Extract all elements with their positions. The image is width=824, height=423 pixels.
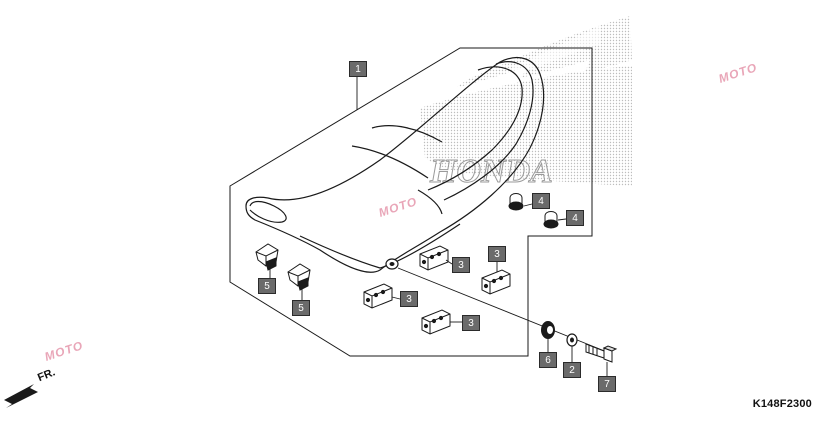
seat-inner-seam	[427, 66, 523, 191]
callout-part-3-b[interactable]: 3	[488, 246, 506, 262]
frame-outline	[229, 47, 593, 357]
callout-part-4-lower[interactable]: 4	[566, 210, 584, 226]
part-washer-2	[566, 333, 578, 347]
callout-part-3-c[interactable]: 3	[400, 291, 418, 307]
callout-part-4-upper[interactable]: 4	[532, 193, 550, 209]
callout-part-3-d[interactable]: 3	[462, 315, 480, 331]
callout-part-5-b[interactable]: 5	[292, 300, 310, 316]
honda-wing-logo	[420, 16, 632, 186]
part-bolt-7	[585, 343, 618, 363]
callout-part-2[interactable]: 2	[563, 362, 581, 378]
part-cushion-4a	[508, 193, 524, 211]
seat-cross-seam-2	[351, 145, 429, 179]
part-cushion-4b	[543, 211, 559, 229]
diagram-code: K148F2300	[752, 398, 812, 410]
part-clip-5b	[287, 263, 311, 291]
part-block-3b	[481, 269, 511, 295]
part-clip-5a	[255, 243, 279, 271]
seat-tail-loop	[249, 200, 287, 223]
seat-drawing	[245, 57, 545, 273]
callout-part-5-a[interactable]: 5	[258, 278, 276, 294]
seat-bottom-edge	[299, 223, 461, 269]
callout-part-6[interactable]: 6	[539, 352, 557, 368]
seat-outline	[245, 57, 545, 273]
part-block-3d	[421, 309, 451, 335]
seat-cross-seam-3	[417, 189, 443, 215]
front-direction-arrow	[4, 384, 38, 408]
callout-part-7[interactable]: 7	[598, 376, 616, 392]
part-block-3a	[419, 245, 449, 271]
part-block-3c	[363, 283, 393, 309]
seat-cross-seam-1	[371, 125, 443, 143]
callout-part-1[interactable]: 1	[349, 61, 367, 77]
callout-part-3-a[interactable]: 3	[452, 257, 470, 273]
seat-top-seam	[443, 61, 534, 201]
leader-lines	[269, 76, 608, 376]
part-collar-6	[541, 321, 555, 339]
